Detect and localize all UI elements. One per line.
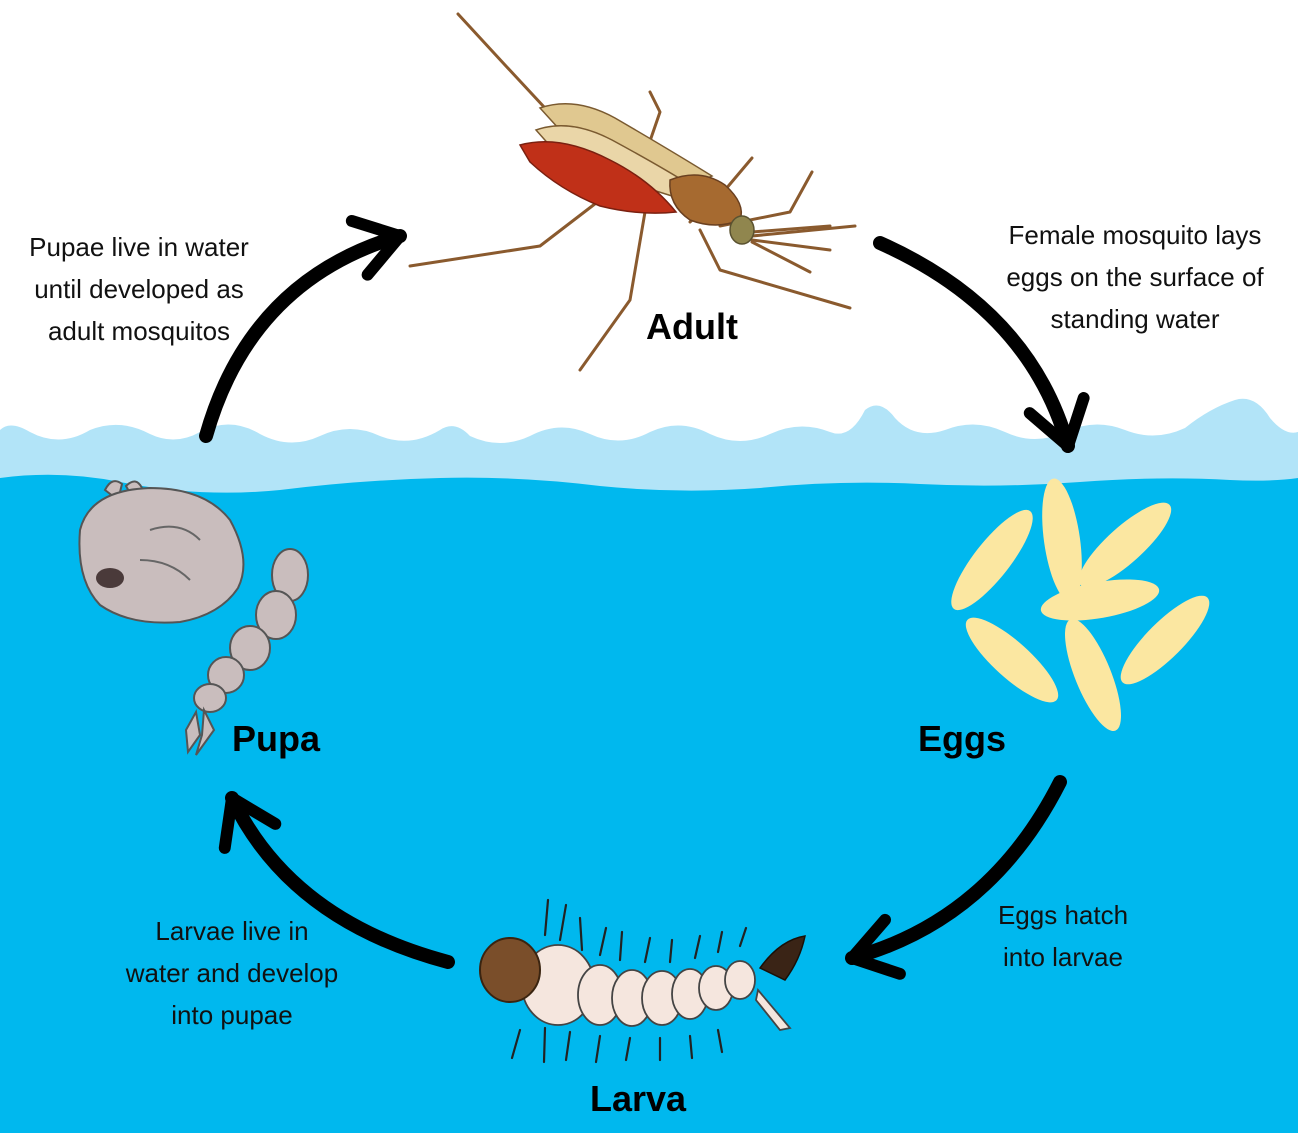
description-line: into pupae — [171, 1000, 293, 1030]
eggs-illustration — [951, 478, 1210, 732]
description-larva-to-pupa: Larvae live in water and develop into pu… — [100, 910, 364, 1036]
arrow-pupa-to-adult — [199, 215, 407, 443]
description-line: standing water — [1050, 304, 1220, 334]
stage-label-adult: Adult — [646, 306, 738, 347]
adult-mosquito-illustration — [408, 12, 857, 372]
pupa-illustration — [78, 480, 309, 756]
description-eggs-to-larva: Eggs hatch into larvae — [970, 894, 1156, 978]
description-line: water and develop — [125, 958, 339, 988]
description-line: until developed as — [34, 274, 244, 304]
arrow-adult-to-eggs — [873, 236, 1090, 453]
description-pupa-to-adult: Pupae live in water until developed as a… — [0, 226, 278, 352]
stage-label-larva: Larva — [590, 1078, 687, 1119]
stage-label-pupa: Pupa — [232, 718, 321, 759]
description-line: Pupae live in water — [29, 232, 249, 262]
description-line: Female mosquito lays — [1008, 220, 1262, 250]
description-line: adult mosquitos — [47, 316, 231, 346]
description-line: into larvae — [1003, 942, 1123, 972]
stage-label-eggs: Eggs — [918, 718, 1007, 759]
description-line: Larvae live in — [155, 916, 309, 946]
description-line: eggs on the surface of — [1006, 262, 1264, 292]
description-adult-to-eggs: Female mosquito lays eggs on the surface… — [972, 214, 1298, 340]
arrow-larva-to-pupa — [218, 791, 455, 969]
arrow-eggs-to-larva — [845, 775, 1067, 980]
description-line: Eggs hatch — [997, 900, 1129, 930]
larva-illustration — [479, 898, 806, 1064]
